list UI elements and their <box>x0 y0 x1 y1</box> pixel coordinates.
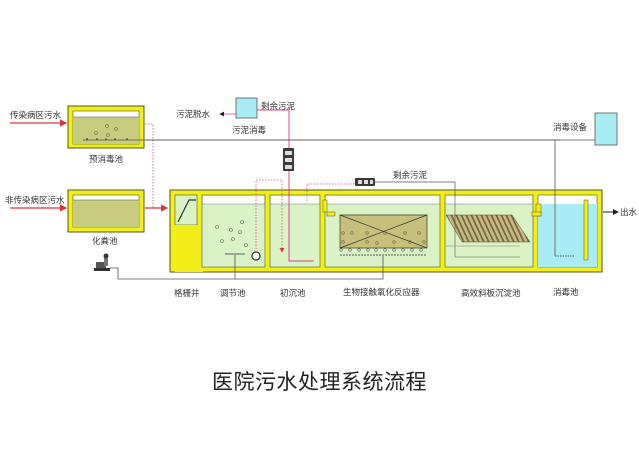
screen-bar-icon <box>177 199 196 223</box>
excess-sludge-label-2: 剩余污泥 <box>393 170 428 181</box>
sludge-return-device <box>355 178 375 186</box>
pre-disinfection-outflow-line <box>145 123 154 208</box>
non-infectious-inflow-label: 非传染病区污水 <box>5 195 65 206</box>
disinfection-equipment-label: 消毒设备 <box>553 122 588 133</box>
screen-well-label: 格栅井 <box>174 288 200 299</box>
septic-tank-label: 化粪池 <box>92 236 118 247</box>
diagram-title: 医院污水处理系统流程 <box>212 370 427 394</box>
primary-settling-chamber <box>269 194 321 268</box>
biofilm-media <box>339 214 428 249</box>
air-supply-pipe <box>110 255 236 280</box>
infectious-inflow-label: 传染病区污水 <box>10 110 62 121</box>
pre-disinfection-tank-label: 预消毒池 <box>89 154 124 165</box>
main-tank-structure <box>169 189 603 273</box>
pre-disinfection-tank <box>67 105 560 149</box>
sludge-disinfection-label: 污泥消毒 <box>232 125 267 136</box>
inclined-plate-label: 高效斜板沉淀池 <box>461 288 521 299</box>
excess-sludge-label-1: 剩余污泥 <box>261 101 296 112</box>
baffle <box>583 199 589 261</box>
excess-sludge-line-2 <box>375 181 456 198</box>
excess-sludge-pipe <box>257 109 314 262</box>
disinfection-equipment-unit <box>594 112 618 146</box>
inclined-plates <box>445 214 531 243</box>
primary-settling-label: 初沉池 <box>280 288 306 299</box>
disinfection-tank-label: 消毒池 <box>553 287 579 298</box>
regulating-sludge-return <box>255 179 285 253</box>
sludge-disinfection-unit <box>235 97 258 119</box>
lift-pump-icon <box>251 251 261 261</box>
bio-reactor-label: 生物接触氧化反应器 <box>343 287 420 298</box>
bio-reactor-return-line <box>306 183 355 201</box>
regulating-tank-label: 调节池 <box>220 288 246 299</box>
sludge-dewatering-label: 污泥脱水 <box>176 109 211 120</box>
effluent-label: 出水 <box>620 207 638 218</box>
sludge-pump-device <box>283 148 294 171</box>
septic-tank <box>67 189 145 233</box>
air-supply-pipe-bio <box>235 256 384 280</box>
air-blower-icon <box>94 253 110 271</box>
